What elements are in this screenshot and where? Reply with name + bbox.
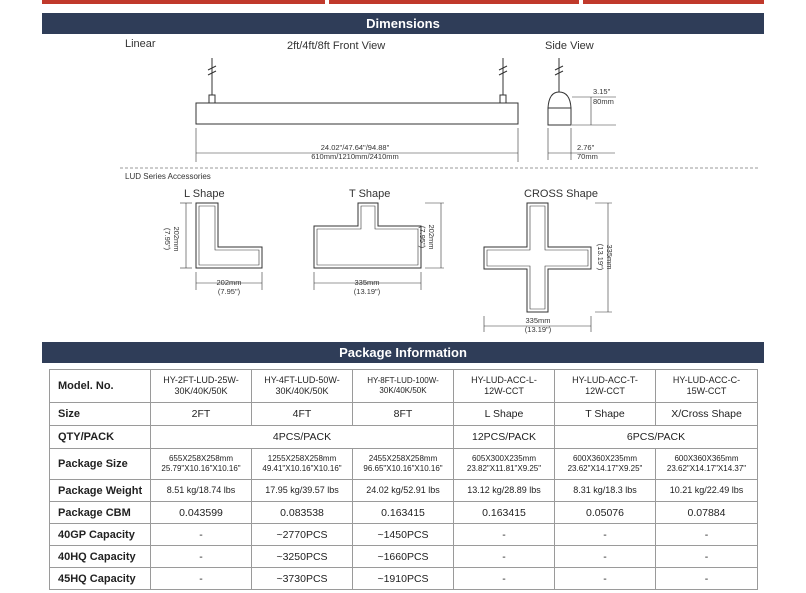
cross-horizontal-dim: 335mm(13.19") (524, 316, 552, 334)
l-vertical-dim: 202mm(7.95") (163, 226, 181, 252)
t-horizontal-dim: 335mm(13.19") (353, 278, 381, 296)
weight-cell: 8.31 kg/18.3 lbs (554, 479, 656, 502)
size-cell: X/Cross Shape (655, 402, 758, 426)
model-cell: HY-LUD-ACC-T-12W-CCT (554, 369, 656, 403)
gp40-cell: - (453, 523, 555, 546)
top-accent-strip (42, 0, 764, 4)
weight-cell: 10.21 kg/22.49 lbs (655, 479, 758, 502)
side-view-label: Side View (545, 40, 594, 52)
table-row: 40GP Capacity - ~2770PCS ~1450PCS - - - (49, 523, 758, 546)
l-shape-title: L Shape (184, 188, 225, 200)
gp40-cell: - (655, 523, 758, 546)
hq40-cell: - (150, 545, 252, 568)
hq45-label: 45HQ Capacity (49, 567, 151, 590)
hq45-cell: - (655, 567, 758, 590)
linear-label: Linear (125, 38, 156, 50)
package-weight-label: Package Weight (49, 479, 151, 502)
qty-label: QTY/PACK (49, 425, 151, 449)
height-mm-label: 80mm (593, 97, 614, 106)
size-cell: T Shape (554, 402, 656, 426)
package-cbm-label: Package CBM (49, 501, 151, 524)
cbm-cell: 0.163415 (352, 501, 454, 524)
model-cell: HY-LUD-ACC-C-15W-CCT (655, 369, 758, 403)
hq45-cell: - (453, 567, 555, 590)
height-inch-label: 3.15" (593, 87, 611, 96)
cross-vertical-dim: 335mm(13.19") (596, 243, 614, 271)
model-cell: HY-LUD-ACC-L-12W-CCT (453, 369, 555, 403)
width-mm-label: 70mm (577, 152, 598, 161)
table-row: 45HQ Capacity - ~3730PCS ~1910PCS - - - (49, 567, 758, 590)
cross-shape-outline (483, 202, 592, 313)
gp40-label: 40GP Capacity (49, 523, 151, 546)
hq45-cell: ~3730PCS (251, 567, 353, 590)
hq40-cell: - (453, 545, 555, 568)
width-inch-label: 2.76" (577, 143, 595, 152)
package-size-label: Package Size (49, 448, 151, 480)
weight-cell: 8.51 kg/18.74 lbs (150, 479, 252, 502)
weight-cell: 13.12 kg/28.89 lbs (453, 479, 555, 502)
table-row: Package CBM 0.043599 0.083538 0.163415 0… (49, 501, 758, 524)
qty-cell: 6PCS/PACK (554, 425, 758, 449)
table-row: 40HQ Capacity - ~3250PCS ~1660PCS - - - (49, 545, 758, 568)
hq40-cell: - (655, 545, 758, 568)
table-row: Size 2FT 4FT 8FT L Shape T Shape X/Cross… (49, 402, 758, 426)
gp40-cell: - (150, 523, 252, 546)
weight-cell: 24.02 kg/52.91 lbs (352, 479, 454, 502)
hq40-cell: ~1660PCS (352, 545, 454, 568)
size-label: Size (49, 402, 151, 426)
cross-shape-title: CROSS Shape (524, 188, 598, 200)
size-cell: 4FT (251, 402, 353, 426)
hq40-cell: ~3250PCS (251, 545, 353, 568)
dimensions-header: Dimensions (42, 13, 764, 34)
l-shape-outline (195, 202, 263, 269)
qty-cell: 12PCS/PACK (453, 425, 555, 449)
cbm-cell: 0.043599 (150, 501, 252, 524)
model-header: Model. No. (49, 369, 151, 403)
hq40-cell: - (554, 545, 656, 568)
size-cell: 8FT (352, 402, 454, 426)
model-cell: HY-4FT-LUD-50W-30K/40K/50K (251, 369, 353, 403)
hq45-cell: ~1910PCS (352, 567, 454, 590)
cbm-cell: 0.083538 (251, 501, 353, 524)
qty-cell: 4PCS/PACK (150, 425, 454, 449)
l-horizontal-dim: 202mm(7.95") (216, 278, 242, 296)
front-view-fixture (195, 102, 519, 125)
package-table: Model. No. HY-2FT-LUD-25W-30K/40K/50K HY… (49, 369, 758, 590)
t-vertical-dim: 202mm(7.95") (418, 224, 436, 250)
table-row: Package Weight 8.51 kg/18.74 lbs 17.95 k… (49, 479, 758, 502)
length-mm-label: 610mm/1210mm/2410mm (311, 152, 399, 161)
hq45-cell: - (554, 567, 656, 590)
model-cell: HY-2FT-LUD-25W-30K/40K/50K (150, 369, 252, 403)
hq40-label: 40HQ Capacity (49, 545, 151, 568)
length-inch-label: 24.02"/47.64"/94.88" (320, 143, 390, 152)
accessories-label: LUD Series Accessories (125, 172, 211, 181)
side-view-profile (547, 107, 572, 126)
table-row: Model. No. HY-2FT-LUD-25W-30K/40K/50K HY… (49, 369, 758, 403)
cbm-cell: 0.07884 (655, 501, 758, 524)
table-row: QTY/PACK 4PCS/PACK 12PCS/PACK 6PCS/PACK (49, 425, 758, 449)
size-cell: 2FT (150, 402, 252, 426)
t-shape-outline (313, 202, 422, 269)
cbm-cell: 0.05076 (554, 501, 656, 524)
gp40-cell: - (554, 523, 656, 546)
model-cell: HY-8FT-LUD-100W-30K/40K/50K (352, 369, 454, 403)
size-cell: L Shape (453, 402, 555, 426)
front-view-label: 2ft/4ft/8ft Front View (287, 40, 386, 52)
cbm-cell: 0.163415 (453, 501, 555, 524)
gp40-cell: ~1450PCS (352, 523, 454, 546)
weight-cell: 17.95 kg/39.57 lbs (251, 479, 353, 502)
t-shape-title: T Shape (349, 188, 391, 200)
package-information-header: Package Information (42, 342, 764, 363)
gp40-cell: ~2770PCS (251, 523, 353, 546)
hq45-cell: - (150, 567, 252, 590)
